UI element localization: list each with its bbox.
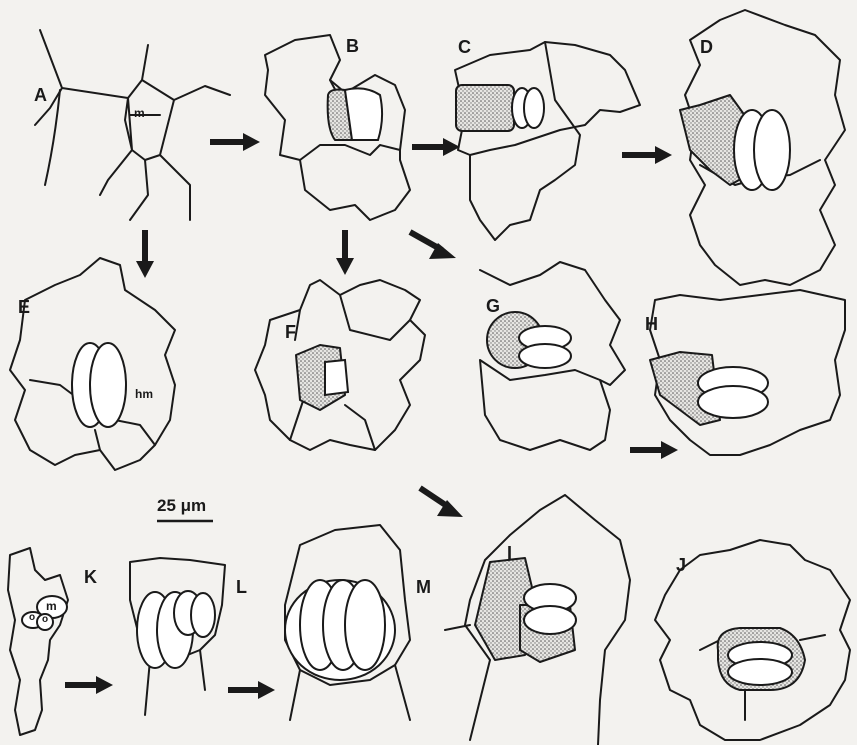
arrow-b-to-f (336, 230, 354, 275)
arrow-b-to-c (412, 138, 460, 156)
panel-label-b: B (346, 37, 359, 55)
panel-label-c: C (458, 38, 471, 56)
panel-label-a: A (34, 86, 47, 104)
meristemoid-label-a: m (134, 107, 145, 119)
arrow-b-to-g (410, 232, 456, 259)
meristemoid-label-k: m (46, 600, 57, 612)
panel-label-i: I (507, 544, 512, 562)
arrow-g-to-h (630, 441, 678, 459)
panel-label-d: D (700, 38, 713, 56)
panel-i-drawing (445, 495, 630, 745)
arrow-k-to-l (65, 676, 113, 694)
hemimeristemoid-label-e: hm (135, 388, 153, 400)
panel-k-drawing (8, 548, 68, 735)
small-cell-label-k-1: o (29, 613, 35, 623)
arrow-a-to-b (210, 133, 260, 151)
panel-c-drawing (455, 42, 640, 240)
panel-label-j: J (676, 556, 686, 574)
panel-label-f: F (285, 323, 296, 341)
small-cell-label-k-2: o (42, 615, 48, 625)
arrow-f-to-i (420, 488, 463, 517)
panel-e-drawing (10, 258, 175, 470)
panel-g-drawing (480, 262, 625, 450)
panel-label-l: L (236, 578, 247, 596)
panel-label-k: K (84, 568, 97, 586)
arrow-l-to-m (228, 681, 275, 699)
panel-b-drawing (265, 35, 410, 220)
panel-label-e: E (18, 298, 30, 316)
panel-m-drawing (285, 525, 410, 720)
panel-f-drawing (255, 280, 425, 450)
panel-l-drawing (130, 558, 225, 715)
panel-label-h: H (645, 315, 658, 333)
panel-h-drawing (650, 290, 845, 455)
arrow-c-to-d (622, 146, 672, 164)
scale-bar-label: 25 μm (157, 497, 206, 514)
panel-label-m: M (416, 578, 431, 596)
panel-label-g: G (486, 297, 500, 315)
panel-a-drawing (35, 30, 230, 220)
arrow-a-to-e (136, 230, 154, 278)
